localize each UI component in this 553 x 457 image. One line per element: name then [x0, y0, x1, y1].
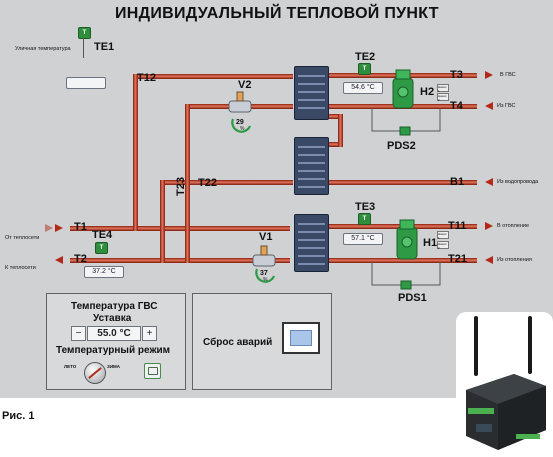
te4-sensor-icon[interactable]: T: [95, 242, 108, 254]
vertical-pipes: [133, 74, 343, 263]
pds2-label: PDS2: [387, 140, 416, 152]
pump-h1-label: H1: [423, 237, 438, 249]
setpoint-decrease-button[interactable]: −: [71, 326, 86, 341]
flow-label-from-heat: От теплосети: [5, 235, 40, 241]
valve-v2-percent: 29: [236, 119, 244, 126]
valve-v1-body: [252, 245, 276, 267]
pump-h2-state-1[interactable]: Насос 1: [437, 84, 449, 93]
pipe-riser-t23: [185, 104, 190, 263]
te1-label: TE1: [94, 41, 115, 53]
mode-winter-label: ЗИМА: [107, 364, 121, 369]
valve-v1-label: V1: [259, 231, 273, 243]
valve-v1-percent: 37: [260, 270, 268, 277]
pipe-t1: [70, 226, 290, 231]
pipe-label-t1: T1: [74, 221, 87, 233]
heat-exchanger-middle: [294, 137, 329, 195]
pipe-label-t12: T12: [137, 72, 156, 84]
gvs-temperature-title: Температура ГВС: [71, 301, 158, 312]
te2-label: TE2: [355, 51, 376, 63]
flow-label-to-gvs: В ГВС: [500, 72, 516, 78]
te4-readout: 37.2 °C: [84, 266, 124, 278]
pipe-label-t3: T3: [450, 69, 463, 81]
controller-device-image: [456, 312, 553, 457]
pipe-b1: [327, 180, 477, 185]
te1-stem: [83, 38, 84, 58]
valve-v2-percent-sign: %: [240, 126, 245, 132]
pipe-diagram: [45, 69, 493, 290]
pump-h1-body: [396, 219, 418, 260]
controller-device-drawing: [466, 316, 546, 450]
flow-label-to-heating: В отопление: [497, 223, 530, 229]
pipe-label-t4: T4: [450, 100, 463, 112]
temperature-mode-title: Температурный режим: [56, 345, 171, 356]
pipe-t22: [160, 180, 293, 185]
pipe-label-t23: T23: [175, 177, 187, 196]
pipe-label-t11: T11: [448, 220, 467, 232]
pipe-label-t22: T22: [198, 177, 217, 189]
valve-gauges: [231, 118, 276, 283]
pipe-label-t21: T21: [448, 253, 467, 265]
figure-caption: Рис. 1: [2, 410, 35, 422]
pipe-riser-right: [338, 114, 343, 147]
outdoor-temp-label: Уличная температура: [15, 46, 71, 52]
alarm-reset-button[interactable]: [282, 322, 320, 354]
flow-arrows: [45, 71, 493, 264]
pipe-riser-left: [133, 74, 138, 231]
alarm-reset-label: Сброс аварий: [203, 337, 273, 348]
valve-v2-label: V2: [238, 79, 252, 91]
pump-h2-body: [392, 69, 414, 109]
valve-v2-body: [228, 91, 252, 113]
pipe-t12: [133, 74, 293, 79]
setpoint-label: Уставка: [93, 313, 132, 324]
te3-sensor-icon[interactable]: T: [358, 213, 371, 225]
pipe-label-b1: B1: [450, 176, 465, 188]
alarm-panel: [192, 293, 332, 390]
setpoint-value-field[interactable]: 55.0 °C: [87, 326, 141, 341]
alarm-reset-button-face: [290, 330, 312, 346]
pipe-label-t2: T2: [74, 253, 87, 265]
mode-selector-pointer: [88, 367, 102, 379]
pds1-sensor: [400, 280, 412, 290]
pipe-hex-mid: [327, 142, 343, 147]
pipe-hex-mid2: [327, 114, 343, 119]
pipe-riser-t22: [160, 180, 165, 263]
te2-sensor-icon[interactable]: T: [358, 63, 371, 75]
pipe-t2: [70, 258, 290, 263]
gvs-control-panel: [46, 293, 186, 390]
te4-label: TE4: [92, 229, 113, 241]
valve-v1-button[interactable]: [253, 246, 277, 268]
pds2-sensor: [399, 126, 411, 136]
te2-readout: 54.6 °C: [343, 82, 383, 94]
te1-sensor-icon[interactable]: T: [78, 27, 91, 39]
mode-apply-icon-inner: [148, 367, 158, 375]
pump-h1-state-2[interactable]: Насос 2: [437, 241, 449, 250]
page-title: ИНДИВИДУАЛЬНЫЙ ТЕПЛОВОЙ ПУНКТ: [115, 5, 439, 22]
flow-label-to-heat: К теплосети: [5, 265, 36, 271]
mode-summer-label: ЛЕТО: [64, 364, 77, 369]
pump-h1-button[interactable]: [397, 220, 418, 260]
pump-h2-label: H2: [420, 86, 435, 98]
heat-exchanger-heating: [294, 214, 329, 272]
pump-h2-button[interactable]: [393, 70, 414, 108]
valve-v1-percent-sign: %: [263, 277, 268, 283]
mode-apply-icon[interactable]: [144, 363, 161, 379]
flow-label-from-gvs: Из ГВС: [497, 103, 516, 109]
pipe-t21: [327, 258, 477, 263]
setpoint-increase-button[interactable]: +: [142, 326, 157, 341]
te3-readout: 57.1 °C: [343, 233, 383, 245]
pump-h1-state-1[interactable]: Насос 1: [437, 231, 449, 240]
valve-v2-button[interactable]: [229, 92, 253, 114]
flow-label-from-water: Из водопровода: [497, 179, 539, 185]
mode-selector-knob[interactable]: [84, 362, 106, 384]
flow-label-from-heating: Из отопления: [497, 257, 532, 263]
te1-readout: [66, 77, 106, 89]
heat-exchanger-gvs: [294, 66, 329, 120]
te3-label: TE3: [355, 201, 376, 213]
pds1-label: PDS1: [398, 292, 427, 304]
pump-h2-state-2[interactable]: Насос 2: [437, 93, 449, 102]
